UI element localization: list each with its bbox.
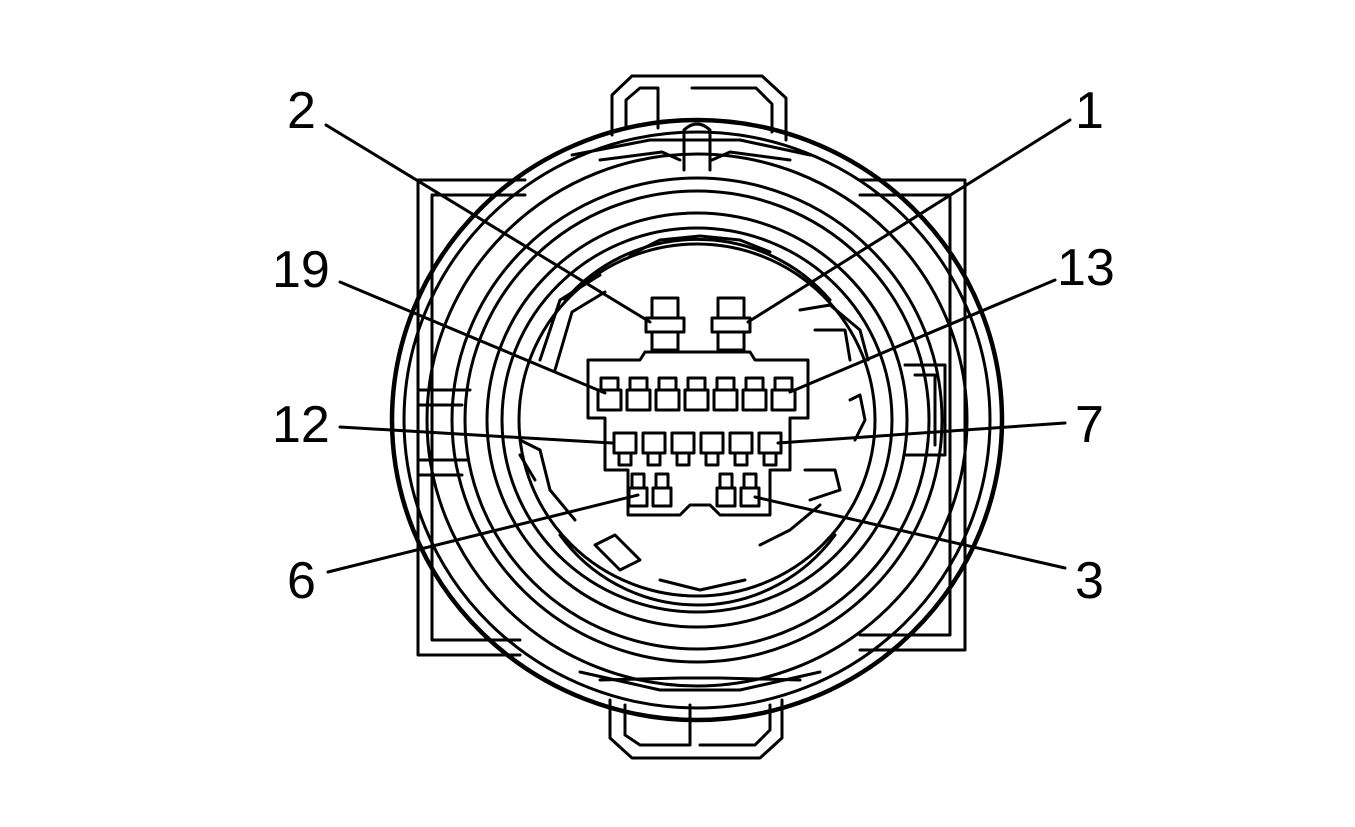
- cavity-pin-2: [650, 296, 680, 320]
- leader-lines: [324, 118, 1072, 574]
- top-latch: [570, 74, 812, 172]
- pin-label-6: 6: [287, 552, 316, 610]
- leader-line-12: [338, 425, 614, 445]
- leader-line-7: [776, 421, 1067, 445]
- leader-line-6: [326, 493, 640, 574]
- connector-rings: [389, 117, 1005, 723]
- pin-label-7: 7: [1075, 396, 1104, 454]
- pin-label-13: 13: [1057, 239, 1115, 297]
- pin-row-3-6: [627, 472, 761, 508]
- leader-line-2: [324, 123, 652, 324]
- top-pin-cavities: [644, 296, 752, 352]
- inner-keying-segments: [518, 234, 870, 592]
- pin-label-1: 1: [1075, 82, 1104, 140]
- pin-label-2: 2: [287, 82, 316, 140]
- leader-line-19: [338, 280, 607, 395]
- pin-label-19: 19: [272, 241, 330, 299]
- leader-line-13: [788, 278, 1057, 394]
- leader-line-1: [746, 118, 1072, 324]
- pin-row-13-19: [596, 376, 797, 412]
- cavity-pin-1: [716, 296, 746, 320]
- pin-label-3: 3: [1075, 552, 1104, 610]
- pin-label-12: 12: [272, 396, 330, 454]
- housing-side-tabs: [416, 178, 967, 657]
- pin-callouts: 2 1 19 13 12 7 6 3: [272, 82, 1115, 610]
- leader-line-3: [753, 495, 1067, 570]
- pin-row-7-12: [612, 431, 783, 467]
